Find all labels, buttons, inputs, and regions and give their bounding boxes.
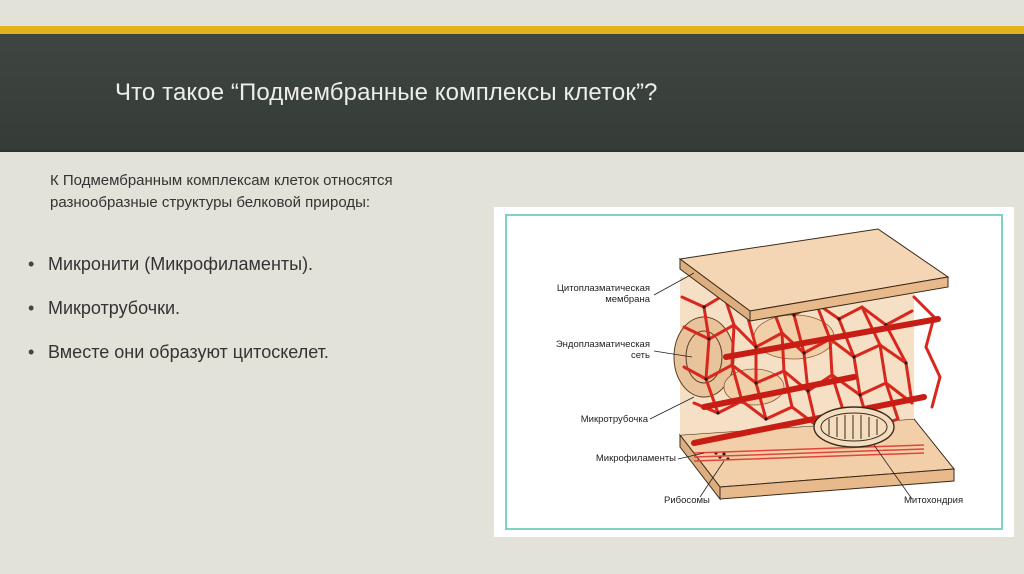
label-line: Цитоплазматическая — [556, 283, 650, 294]
bullet-icon: • — [28, 342, 35, 362]
label-endoplasmic-net: Эндоплазматическая сеть — [538, 339, 650, 361]
bullet-icon: • — [28, 298, 35, 318]
bullet-text: Микронити (Микрофиламенты). — [48, 254, 314, 274]
bullet-icon: • — [28, 254, 35, 274]
intro-text: К Подмембранным комплексам клеток относя… — [50, 172, 393, 211]
microtubules — [691, 316, 941, 446]
mitochondrion — [813, 406, 895, 448]
upper-membrane — [678, 228, 950, 322]
top-strip — [0, 0, 1024, 26]
title-bar: Что такое “Подмембранные комплексы клето… — [0, 34, 1024, 152]
slide-title: Что такое “Подмембранные комплексы клето… — [115, 79, 658, 106]
bullet-item: • Микротрубочки. — [28, 296, 329, 320]
cytoskeleton-illustration: Цитоплазматическая мембрана Эндоплазмати… — [494, 207, 1014, 537]
accent-line — [0, 26, 1024, 34]
label-line: сеть — [630, 350, 650, 361]
bullet-list: • Микронити (Микрофиламенты). • Микротру… — [28, 252, 329, 384]
label-cytoplasmic-membrane: Цитоплазматическая мембрана — [538, 283, 650, 305]
microfilaments — [693, 444, 925, 462]
label-microtubule: Микротрубочка — [580, 414, 648, 425]
bullet-item: • Микронити (Микрофиламенты). — [28, 252, 329, 276]
bullet-item: • Вместе они образуют цитоскелет. — [28, 340, 329, 364]
label-microfilaments: Микрофиламенты — [595, 453, 676, 464]
label-ribosomes: Рибосомы — [664, 495, 710, 506]
label-line: мембрана — [605, 294, 650, 305]
label-mitochondrion: Митохондрия — [904, 495, 964, 506]
cytoskeleton-diagram — [505, 214, 1003, 530]
label-line: Эндоплазматическая — [555, 339, 650, 350]
bullet-text: Вместе они образуют цитоскелет. — [48, 342, 329, 362]
leader-lines — [649, 272, 913, 500]
bullet-text: Микротрубочки. — [48, 298, 181, 318]
